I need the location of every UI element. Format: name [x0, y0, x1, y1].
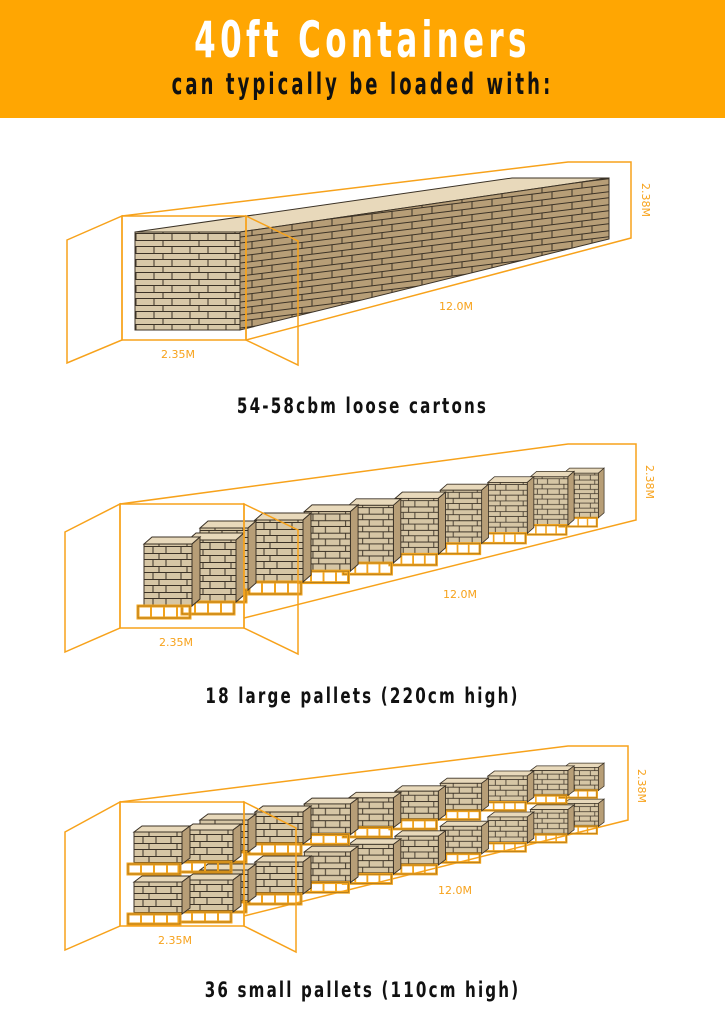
- header-banner: 40ft Containers can typically be loaded …: [0, 0, 725, 118]
- diagram-large-pallets: 2.35M 12.0M 2.38M: [0, 430, 725, 684]
- container-front-frame: [119, 800, 297, 954]
- container-loose-cartons-illustration: 2.35M 12.0M 2.38M: [66, 161, 652, 367]
- pallet-stacks: [138, 468, 604, 618]
- page-title: 40ft Containers: [194, 11, 531, 69]
- container-front-frame: [121, 214, 299, 367]
- page-subtitle: can typically be loaded with:: [171, 67, 554, 101]
- caption-small-pallets: 36 small pallets (110cm high): [204, 978, 521, 1002]
- length-label: 12.0M: [438, 884, 472, 897]
- container-large-pallets-illustration: 2.35M 12.0M 2.38M: [64, 443, 656, 656]
- caption-loose-cartons: 54-58cbm loose cartons: [236, 394, 489, 418]
- cartons-front: [134, 231, 241, 331]
- width-label: 2.35M: [161, 348, 195, 361]
- width-label: 2.35M: [158, 934, 192, 947]
- height-label: 2.38M: [635, 769, 648, 803]
- length-label: 12.0M: [443, 588, 477, 601]
- width-label: 2.35M: [159, 636, 193, 649]
- diagram-loose-cartons: 2.35M 12.0M 2.38M: [0, 0, 725, 404]
- caption-large-pallets: 18 large pallets (220cm high): [205, 684, 520, 708]
- height-label: 2.38M: [639, 183, 652, 217]
- height-label: 2.38M: [643, 465, 656, 499]
- diagram-small-pallets: 2.35M 12.0M 2.38M: [0, 730, 725, 974]
- container-front-frame: [119, 502, 299, 656]
- container-small-pallets-illustration: 2.35M 12.0M 2.38M: [64, 745, 648, 954]
- length-label: 12.0M: [439, 300, 473, 313]
